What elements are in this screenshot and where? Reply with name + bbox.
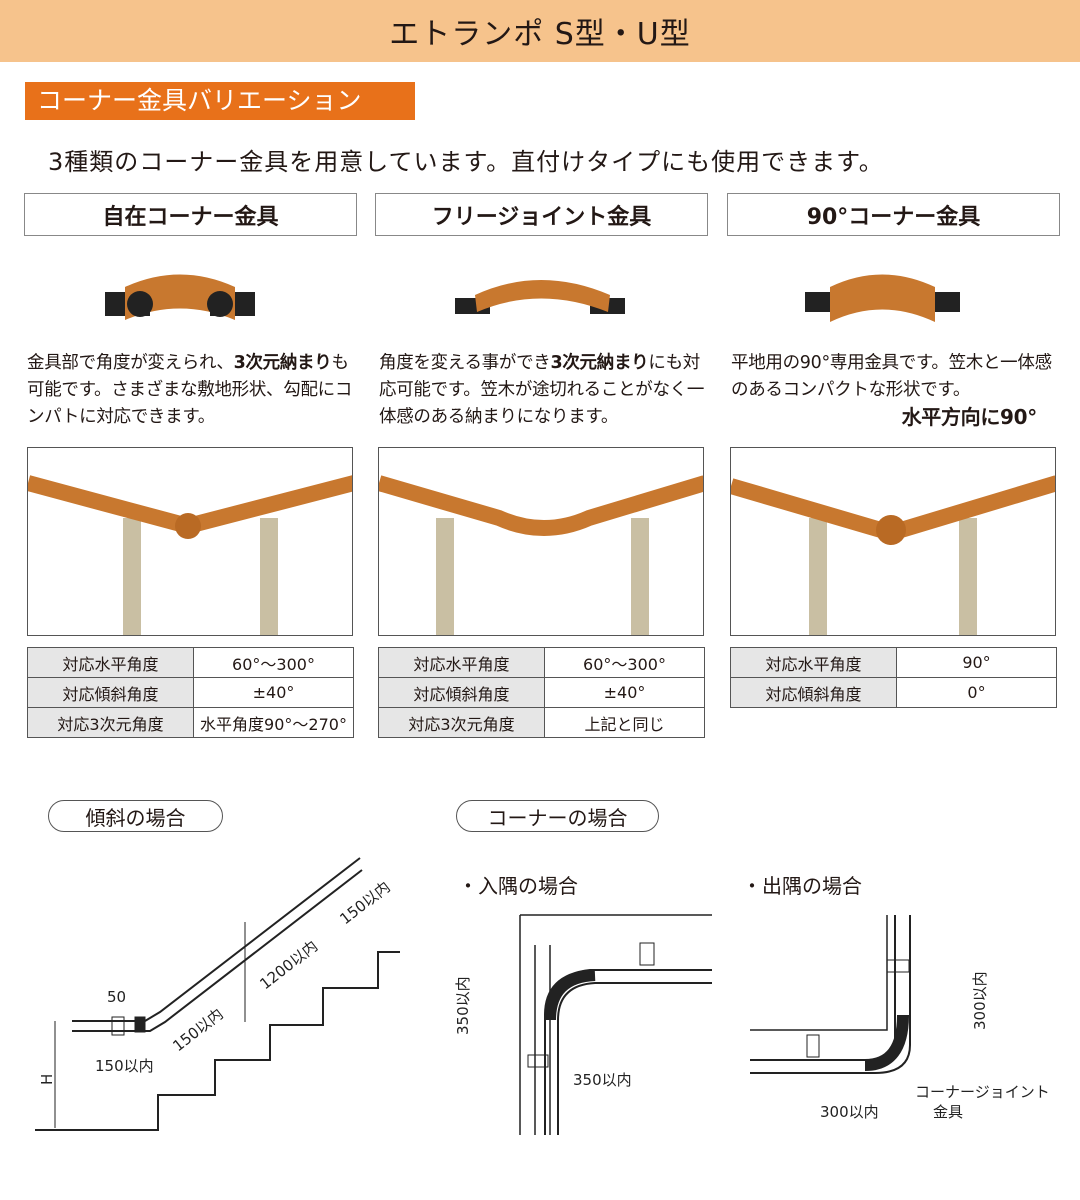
intro-text: 3種類のコーナー金具を用意しています。直付けタイプにも使用できます。 bbox=[48, 148, 884, 176]
svg-text:金具: 金具 bbox=[933, 1103, 963, 1121]
product-title-2: フリージョイント金具 bbox=[375, 193, 708, 236]
outer-corner-diagram: 300以内 300以内 コーナージョイント 金具 bbox=[750, 915, 1050, 1121]
product-title-1: 自在コーナー金具 bbox=[24, 193, 357, 236]
product-title-3: 90°コーナー金具 bbox=[727, 193, 1060, 236]
page-title: エトランポ S型・U型 bbox=[389, 17, 691, 52]
inner-corner-label: ・入隅の場合 bbox=[458, 874, 578, 898]
svg-text:150以内: 150以内 bbox=[95, 1057, 154, 1075]
product-desc-1: 金具部で角度が変えられ、3次元納まりも可能です。さまざまな敷地形状、勾配にコンパ… bbox=[27, 353, 353, 427]
free-joint-fitting-image bbox=[455, 280, 625, 314]
svg-text:300以内: 300以内 bbox=[820, 1103, 879, 1121]
svg-text:350以内: 350以内 bbox=[573, 1071, 632, 1089]
slope-diagram: 50 150以内 150以内 1200以内 150以内 H bbox=[35, 857, 400, 1131]
svg-text:1200以内: 1200以内 bbox=[256, 937, 321, 993]
page-header: エトランポ S型・U型 bbox=[0, 0, 1080, 62]
svg-text:300以内: 300以内 bbox=[971, 971, 989, 1030]
slope-pill: 傾斜の場合 bbox=[48, 800, 223, 832]
corner-pill: コーナーの場合 bbox=[456, 800, 659, 832]
product-photo-1 bbox=[27, 447, 353, 636]
svg-text:150以内: 150以内 bbox=[336, 878, 393, 928]
product-desc-3: 平地用の90°専用金具です。笠木と一体感のあるコンパクトな形状です。水平方向に9… bbox=[731, 353, 1052, 429]
product-photo-3 bbox=[730, 447, 1056, 636]
inner-corner-diagram: 350以内 350以内 bbox=[454, 914, 712, 1135]
free-corner-fitting-image bbox=[105, 274, 255, 320]
90-corner-fitting-image bbox=[805, 274, 960, 322]
product-desc-2: 角度を変える事ができ3次元納まりにも対応可能です。笠木が途切れることがなく一体感… bbox=[379, 353, 705, 427]
svg-text:コーナージョイント: コーナージョイント bbox=[915, 1083, 1050, 1101]
svg-text:350以内: 350以内 bbox=[454, 976, 472, 1035]
section-label: コーナー金具バリエーション bbox=[25, 82, 415, 120]
outer-corner-label: ・出隅の場合 bbox=[742, 874, 862, 898]
product-photo-2 bbox=[378, 447, 704, 636]
svg-text:50: 50 bbox=[107, 988, 126, 1006]
svg-text:H: H bbox=[38, 1074, 56, 1085]
